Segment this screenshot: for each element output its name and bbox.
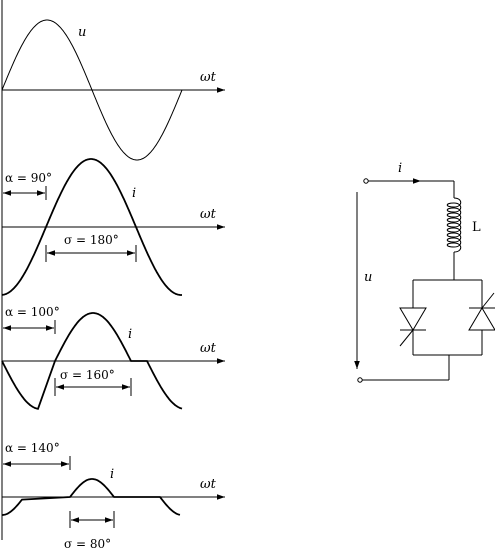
alpha-label-3: α = 140°	[5, 441, 60, 455]
circuit-schematic	[354, 178, 495, 383]
voltage-waveform-panel: u ωt	[1, 19, 225, 161]
voltage-label: u	[78, 25, 86, 40]
voltage-sine-curve	[1, 19, 183, 161]
sigma-label-1: σ = 180°	[64, 233, 119, 247]
circuit-current-label: i	[398, 161, 402, 176]
omega-t-label-2: ωt	[200, 341, 217, 356]
thyristor-left-icon	[399, 307, 427, 347]
omega-t-label-0: ωt	[200, 70, 217, 85]
current-waveform-panel-1: ωt i α = 90° σ = 180°	[1, 158, 225, 296]
omega-t-label-3: ωt	[200, 477, 217, 492]
current-label-2: i	[128, 327, 132, 342]
current-curve-3	[2, 478, 181, 516]
current-waveform-panel-3: ωt i α = 140° σ = 80°	[2, 441, 225, 551]
current-curve-2	[1, 312, 183, 410]
bottom-terminal	[357, 377, 363, 383]
circuit-voltage-label: u	[364, 270, 372, 285]
sigma-label-2: σ = 160°	[60, 368, 115, 382]
inductor-label: L	[472, 220, 481, 235]
inductor-coil	[446, 197, 462, 253]
current-waveform-panel-2: ωt i α = 100° σ = 160°	[1, 305, 225, 410]
sigma-label-3: σ = 80°	[64, 537, 111, 551]
alpha-label-2: α = 100°	[5, 305, 60, 319]
alpha-label-1: α = 90°	[5, 171, 52, 185]
current-curve-1	[1, 158, 182, 296]
current-label-3: i	[110, 467, 114, 482]
current-label-1: i	[132, 186, 136, 201]
thyristor-right-icon	[468, 292, 495, 331]
omega-t-label-1: ωt	[200, 207, 217, 222]
top-terminal	[363, 178, 369, 184]
